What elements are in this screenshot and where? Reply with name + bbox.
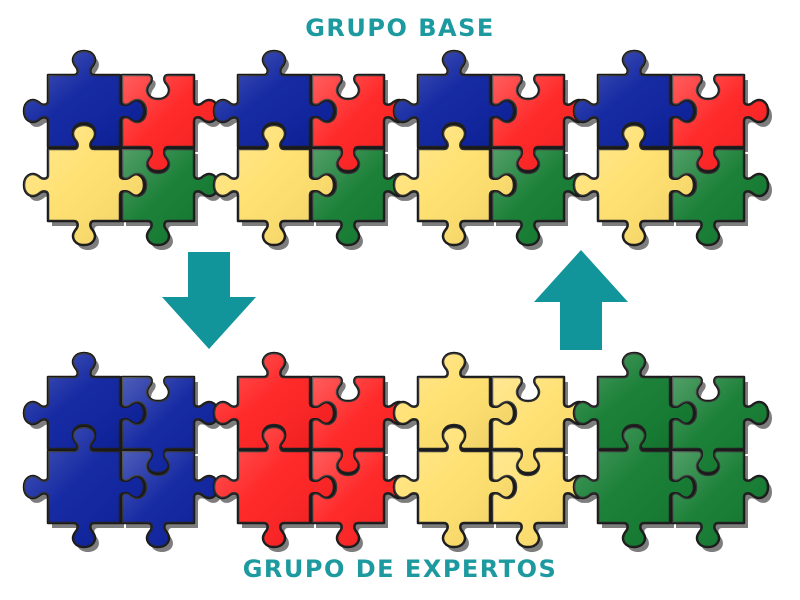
base-group-puzzle-1 bbox=[22, 49, 222, 250]
piece-gloss bbox=[574, 51, 694, 147]
piece-gloss bbox=[574, 353, 694, 449]
arrow-down-icon bbox=[162, 252, 256, 349]
piece-gloss bbox=[574, 125, 694, 245]
expert-group-puzzle-4 bbox=[572, 351, 772, 552]
expert-group-puzzle-3 bbox=[392, 351, 592, 552]
piece-gloss bbox=[672, 75, 768, 171]
piece-gloss bbox=[492, 75, 588, 171]
piece-gloss bbox=[394, 427, 514, 547]
piece-gloss bbox=[672, 377, 768, 473]
piece-gloss bbox=[24, 353, 144, 449]
piece-gloss bbox=[312, 149, 408, 245]
piece-gloss bbox=[394, 125, 514, 245]
piece-gloss bbox=[394, 353, 514, 449]
piece-gloss bbox=[492, 451, 588, 547]
piece-gloss bbox=[574, 427, 694, 547]
piece-gloss bbox=[122, 451, 218, 547]
piece-gloss bbox=[214, 125, 334, 245]
piece-gloss bbox=[312, 75, 408, 171]
piece-gloss bbox=[24, 125, 144, 245]
piece-gloss bbox=[672, 149, 768, 245]
piece-gloss bbox=[214, 353, 334, 449]
piece-gloss bbox=[394, 51, 514, 147]
base-group-puzzle-3 bbox=[392, 49, 592, 250]
expert-group-puzzle-1 bbox=[22, 351, 222, 552]
expert-group-puzzle-2 bbox=[212, 351, 412, 552]
base-group-puzzle-2 bbox=[212, 49, 412, 250]
base-group-title: GRUPO BASE bbox=[305, 14, 495, 42]
piece-gloss bbox=[672, 451, 768, 547]
expert-group-title: GRUPO DE EXPERTOS bbox=[242, 555, 558, 583]
piece-gloss bbox=[24, 51, 144, 147]
base-group-puzzle-4 bbox=[572, 49, 772, 250]
piece-gloss bbox=[214, 427, 334, 547]
piece-gloss bbox=[492, 149, 588, 245]
piece-gloss bbox=[312, 451, 408, 547]
piece-gloss bbox=[122, 75, 218, 171]
piece-gloss bbox=[312, 377, 408, 473]
piece-gloss bbox=[122, 377, 218, 473]
piece-gloss bbox=[122, 149, 218, 245]
piece-gloss bbox=[214, 51, 334, 147]
arrow-up-icon bbox=[534, 250, 628, 350]
piece-gloss bbox=[492, 377, 588, 473]
piece-gloss bbox=[24, 427, 144, 547]
